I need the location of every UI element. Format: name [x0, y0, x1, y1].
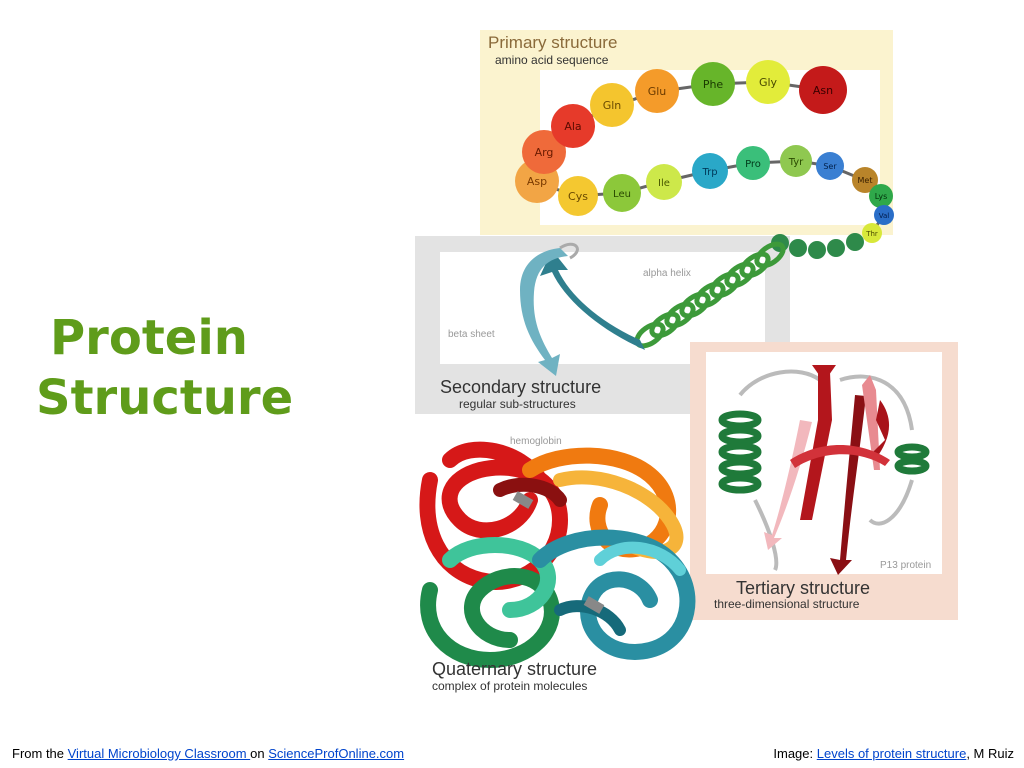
- bead-ile: Ile: [646, 164, 682, 200]
- title-line-2: Structure: [36, 370, 294, 426]
- svg-text:Tyr: Tyr: [788, 157, 804, 168]
- bead-ala: Ala: [551, 104, 595, 148]
- bead-gly: Gly: [746, 60, 790, 104]
- hemoglobin-model: [419, 441, 696, 669]
- footer-right-suffix: , M Ruiz: [966, 746, 1014, 761]
- bead-pro: Pro: [736, 146, 770, 180]
- heme-groups: [512, 491, 605, 614]
- tertiary-subtitle: three-dimensional structure: [714, 597, 860, 611]
- bead-gln: Gln: [590, 83, 634, 127]
- svg-text:Thr: Thr: [865, 230, 878, 238]
- tertiary-title: Tertiary structure: [736, 578, 870, 598]
- beta-sheet-label: beta sheet: [448, 329, 495, 340]
- title-line-1: Protein: [50, 310, 248, 366]
- svg-text:Leu: Leu: [613, 189, 631, 200]
- bead-lys: Lys: [869, 184, 893, 208]
- virtual-microbiology-classroom-link[interactable]: Virtual Microbiology Classroom: [67, 746, 251, 761]
- quaternary-subtitle: complex of protein molecules: [432, 679, 587, 693]
- hemoglobin-label: hemoglobin: [510, 436, 562, 447]
- svg-text:Pro: Pro: [745, 159, 761, 170]
- footer-left-prefix: From the: [12, 746, 68, 761]
- slide-title: Protein Structure: [36, 308, 356, 428]
- secondary-title: Secondary structure: [440, 377, 601, 397]
- svg-text:Lys: Lys: [875, 192, 888, 201]
- footer-source: From the Virtual Microbiology Classroom …: [12, 746, 404, 761]
- svg-text:Ser: Ser: [823, 162, 837, 171]
- svg-text:Arg: Arg: [535, 146, 554, 159]
- bead-leu: Leu: [603, 174, 641, 212]
- svg-text:Trp: Trp: [701, 167, 717, 178]
- footer-right-prefix: Image:: [773, 746, 817, 761]
- svg-text:Ile: Ile: [658, 178, 670, 189]
- svg-text:Asp: Asp: [527, 175, 547, 188]
- bead-trp: Trp: [692, 153, 728, 189]
- bead-met: Met: [852, 167, 878, 193]
- footer-left-mid: on: [250, 746, 269, 761]
- svg-text:Gly: Gly: [759, 76, 778, 89]
- primary-subtitle: amino acid sequence: [495, 53, 609, 67]
- svg-text:Val: Val: [879, 212, 890, 220]
- footer-image-credit: Image: Levels of protein structure, M Ru…: [773, 746, 1014, 761]
- beta-sheet: [520, 242, 645, 376]
- bead-thr: Thr: [862, 223, 882, 243]
- bead-asn: Asn: [799, 66, 847, 114]
- tertiary-protein-label: P13 protein: [880, 560, 931, 571]
- bead-glu: Glu: [635, 69, 679, 113]
- green-bead-chain: [771, 233, 864, 259]
- protein-structure-diagram: Primary structure amino acid sequence As…: [415, 30, 958, 693]
- svg-text:Ala: Ala: [564, 120, 581, 133]
- secondary-subtitle: regular sub-structures: [459, 397, 576, 411]
- bead-ser: Ser: [816, 152, 844, 180]
- bead-arg: Arg: [522, 130, 566, 174]
- svg-text:Met: Met: [858, 176, 873, 185]
- bead-phe: Phe: [691, 62, 735, 106]
- svg-text:Glu: Glu: [648, 85, 667, 98]
- svg-text:Cys: Cys: [568, 190, 588, 203]
- scienceprofonline-link[interactable]: ScienceProfOnline.com: [268, 746, 405, 761]
- bead-val: Val: [874, 205, 894, 225]
- bead-tyr: Tyr: [780, 145, 812, 177]
- levels-of-protein-structure-link[interactable]: Levels of protein structure: [816, 746, 967, 761]
- primary-title: Primary structure: [488, 33, 617, 52]
- svg-text:Phe: Phe: [703, 78, 724, 91]
- bead-cys: Cys: [558, 176, 598, 216]
- svg-text:Gln: Gln: [603, 99, 622, 112]
- svg-text:Asn: Asn: [813, 84, 833, 97]
- tertiary-protein-model: [718, 365, 930, 575]
- quaternary-title: Quaternary structure: [432, 659, 597, 679]
- alpha-helix-label: alpha helix: [643, 268, 691, 279]
